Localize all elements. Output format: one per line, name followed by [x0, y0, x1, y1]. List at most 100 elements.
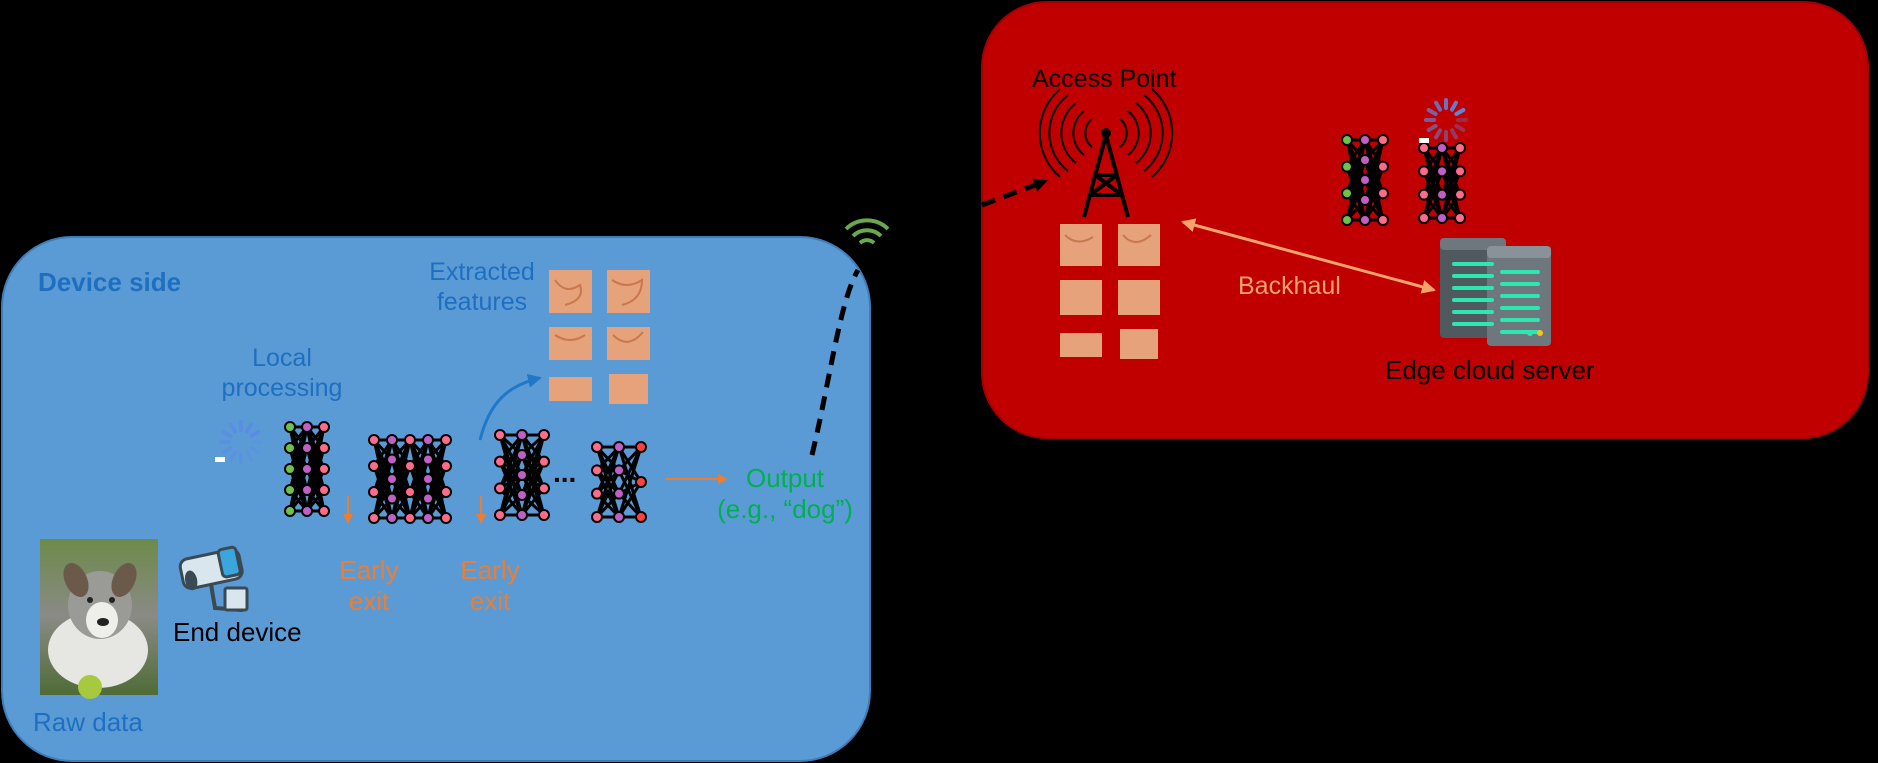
feature-tile [1118, 280, 1160, 315]
device-side-title: Device side [38, 267, 182, 297]
nn-node [1418, 212, 1430, 224]
output-line1: Output [745, 463, 825, 493]
nn-node [386, 492, 398, 505]
uplink-dashed-arrow [981, 178, 1048, 208]
nn-node [440, 434, 452, 446]
feature-tile [549, 377, 592, 401]
nn-node [386, 434, 398, 446]
loading-spinner-icon [1424, 98, 1468, 142]
nn-node [386, 453, 398, 466]
nn-node [494, 429, 506, 441]
nn-node [284, 463, 296, 475]
feature-tile [1120, 329, 1158, 359]
radio-tower-icon [1038, 88, 1174, 218]
nn-node [516, 489, 528, 501]
nn-node [516, 429, 528, 441]
nn-node [318, 421, 330, 433]
nn-node [404, 486, 416, 498]
nn-node [1436, 142, 1448, 154]
edge-features-grid [1060, 224, 1160, 359]
nn-node [284, 442, 296, 454]
nn-node [494, 482, 506, 495]
local-processing-line2: processing [221, 374, 343, 402]
end-device-label: End device [173, 617, 302, 647]
nn-node [1341, 214, 1353, 226]
early-exit-label-2: Early exit [442, 555, 538, 617]
nn-node [422, 512, 434, 524]
nn-node [591, 441, 603, 453]
feature-tile [609, 374, 648, 404]
nn-node [538, 429, 550, 441]
network-ellipsis: ... [553, 457, 577, 488]
feature-tile [549, 327, 592, 360]
nn-node [613, 511, 625, 523]
extracted-features-line2: features [436, 288, 528, 316]
spinner-cursor [1419, 138, 1429, 143]
nn-node [1436, 165, 1448, 178]
feature-tile [549, 270, 592, 313]
early-exit-2-line2: exit [469, 586, 511, 617]
server-icon [1440, 238, 1551, 346]
nn-node [318, 484, 330, 496]
nn-node [404, 512, 416, 524]
nn-node [440, 512, 452, 524]
loading-spinner-icon [219, 420, 263, 464]
uplink-dashed-path [809, 268, 861, 456]
device-neural-network [284, 421, 647, 524]
nn-node [591, 464, 603, 477]
access-point-label: Access Point [1032, 65, 1177, 93]
nn-node [1377, 160, 1389, 173]
nn-node [1454, 188, 1466, 201]
nn-node [440, 460, 452, 472]
feature-tile [1060, 280, 1102, 315]
nn-node [284, 421, 296, 433]
nn-node [516, 449, 528, 461]
nn-node [301, 463, 313, 475]
nn-node [635, 441, 647, 453]
nn-node [301, 421, 313, 433]
edge-neural-network [1341, 134, 1466, 226]
nn-node [516, 509, 528, 521]
nn-node [386, 473, 398, 485]
feature-tile [1060, 224, 1102, 266]
nn-node [1418, 165, 1430, 178]
nn-node [1418, 142, 1430, 154]
feature-tile [1118, 224, 1160, 266]
nn-node [404, 460, 416, 472]
nn-node [301, 484, 313, 496]
features-arrow [478, 373, 542, 441]
nn-node [538, 509, 550, 521]
nn-node [1359, 174, 1371, 186]
backhaul-arrow [1181, 218, 1436, 294]
nn-node [1377, 134, 1389, 146]
nn-node [494, 509, 506, 521]
early-exit-2-line1: Early [460, 555, 520, 585]
nn-node [1377, 214, 1389, 226]
extracted-features-grid [549, 270, 650, 404]
nn-node [284, 484, 296, 496]
nn-node [386, 512, 398, 524]
nn-node [318, 505, 330, 517]
nn-node [1454, 165, 1466, 178]
output-line2: (e.g., “dog”) [717, 494, 853, 525]
nn-node [1436, 188, 1448, 201]
early-exit-label-1: Early exit [321, 555, 417, 617]
nn-node [301, 442, 313, 454]
early-exit-1-line1: Early [339, 555, 399, 585]
nn-node [318, 463, 330, 475]
nn-node [591, 487, 603, 500]
raw-data-label: Raw data [33, 707, 143, 737]
nn-node [494, 455, 506, 468]
nn-node [635, 476, 647, 488]
edge-cloud-server-label: Edge cloud server [1385, 355, 1595, 385]
nn-node [1359, 214, 1371, 226]
nn-node [301, 505, 313, 517]
nn-node [1341, 160, 1353, 173]
nn-node [368, 434, 380, 446]
extracted-features-label: Extracted features [417, 257, 547, 317]
output-label: Output (e.g., “dog”) [700, 463, 870, 525]
feature-tile [607, 270, 650, 313]
early-exit-1-line2: exit [348, 586, 390, 617]
nn-node [538, 482, 550, 495]
